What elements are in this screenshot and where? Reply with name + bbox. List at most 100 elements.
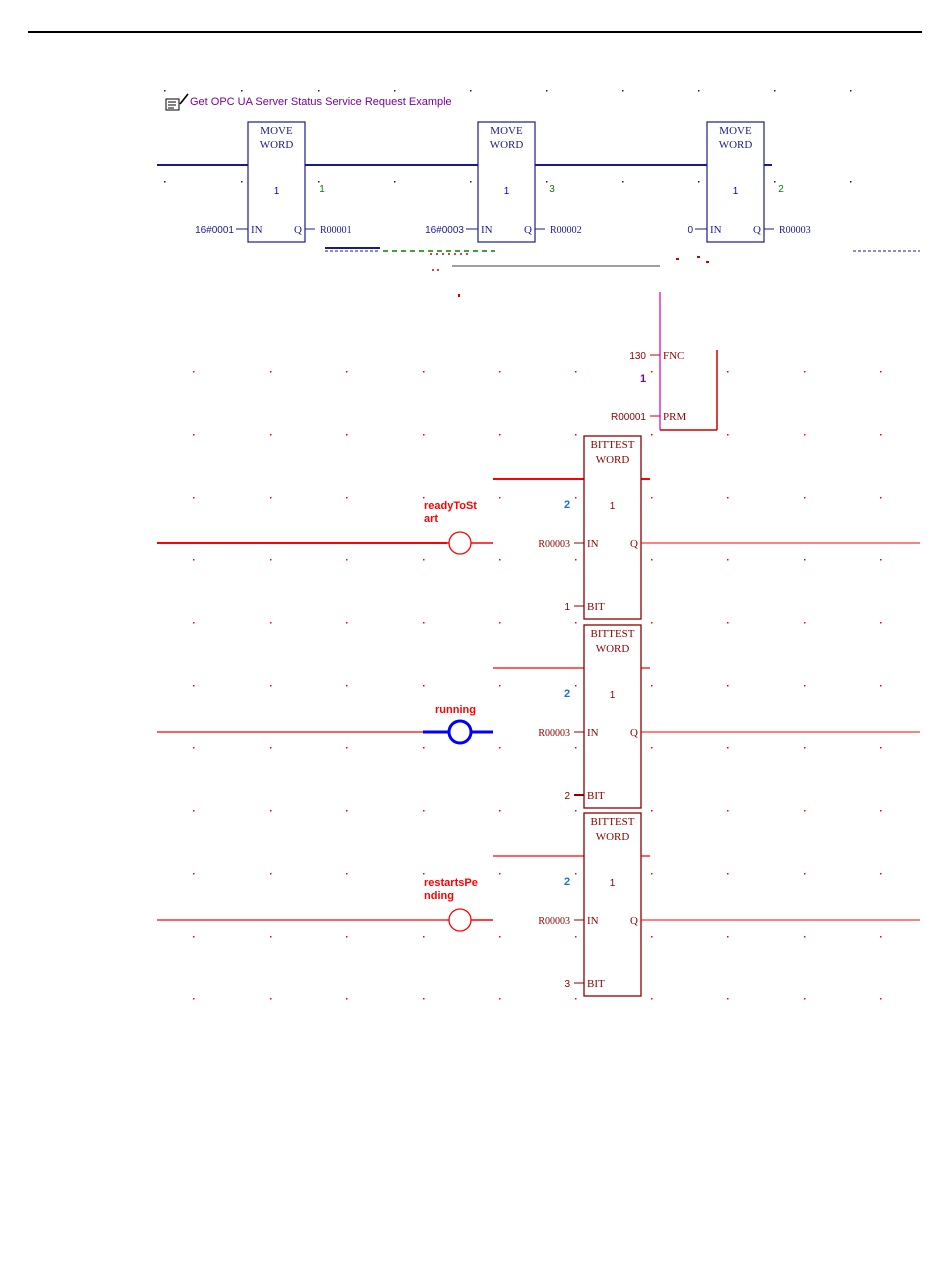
grid-dot (727, 434, 729, 436)
bittest-bit-label: BIT (587, 978, 605, 990)
grid-dot (651, 497, 653, 499)
grid-dot (804, 622, 806, 624)
grid-dot (394, 90, 396, 92)
q-label: Q (753, 224, 761, 236)
grid-dot (804, 873, 806, 875)
grid-dot (880, 497, 882, 499)
coil-1[interactable] (447, 531, 493, 555)
grid-dot (651, 998, 653, 1000)
grid-dot (850, 90, 852, 92)
rung-comment[interactable]: Get OPC UA Server Status Service Request… (165, 93, 452, 111)
fnc-label: FNC (663, 350, 684, 362)
grid-dot (575, 747, 577, 749)
grid-dot (193, 559, 195, 561)
move-block-type: WORD (260, 139, 294, 151)
grid-dot (880, 873, 882, 875)
bittest-length: 1 (610, 501, 616, 512)
grid-dot (423, 936, 425, 938)
grid-dot (394, 181, 396, 183)
bittest-bit-value: 1 (564, 602, 570, 613)
in-value: 16#0001 (195, 225, 234, 236)
grid-dot (193, 747, 195, 749)
grid-dot (880, 559, 882, 561)
grid-dot (193, 685, 195, 687)
grid-dot (270, 434, 272, 436)
grid-dot (727, 497, 729, 499)
grid-dot (804, 810, 806, 812)
grid-dot (575, 434, 577, 436)
bittest-type: WORD (596, 643, 630, 655)
grid-dot (499, 998, 501, 1000)
grid-dot (423, 622, 425, 624)
grid-dot (270, 873, 272, 875)
bittest-left-count: 2 (564, 499, 570, 511)
grid-dot (423, 685, 425, 687)
grid-dot (346, 873, 348, 875)
bittest-q-label: Q (630, 727, 638, 739)
grid-dot (880, 622, 882, 624)
grid-dot (880, 747, 882, 749)
grid-dot (270, 685, 272, 687)
bittest-left-count: 2 (564, 688, 570, 700)
bittest-q-label: Q (630, 915, 638, 927)
grid-dot (346, 747, 348, 749)
grid-dot (575, 810, 577, 812)
grid-dot (499, 371, 501, 373)
move-block-title: MOVE (260, 125, 293, 137)
in-label: IN (481, 224, 493, 236)
grid-dot (804, 998, 806, 1000)
bittest-in-label: IN (587, 915, 599, 927)
grid-dot (774, 181, 776, 183)
move-block-title: MOVE (490, 125, 523, 137)
output-register: R00002 (550, 225, 582, 236)
coil-2[interactable] (423, 719, 493, 745)
grid-dot (346, 559, 348, 561)
grid-dot (346, 998, 348, 1000)
grid-dot (651, 622, 653, 624)
bittest-type: WORD (596, 454, 630, 466)
grid-dot (193, 936, 195, 938)
svc-req-length: 1 (640, 373, 646, 385)
q-label: Q (524, 224, 532, 236)
grid-dot (651, 434, 653, 436)
grid-dot (622, 90, 624, 92)
grid-dot (651, 936, 653, 938)
grid-dots (164, 90, 882, 1000)
move-block-box (477, 121, 536, 243)
bittest-left-count: 2 (564, 876, 570, 888)
grid-dot (804, 685, 806, 687)
grid-dot (346, 497, 348, 499)
bittest-q-label: Q (630, 538, 638, 550)
bittest-length: 1 (610, 690, 616, 701)
grid-dot (880, 685, 882, 687)
in-value: 16#0003 (425, 225, 464, 236)
grid-dot (470, 181, 472, 183)
move-block-type: WORD (490, 139, 524, 151)
coil-3[interactable] (447, 908, 493, 932)
q-label: Q (294, 224, 302, 236)
grid-dot (423, 497, 425, 499)
grid-dot (804, 559, 806, 561)
bittest-block-box (583, 624, 642, 809)
grid-dot (499, 559, 501, 561)
grid-dot (499, 497, 501, 499)
comment-text: Get OPC UA Server Status Service Request… (190, 96, 452, 108)
output-register: R00003 (779, 225, 811, 236)
svc-req-block[interactable]: 130 FNC 1 R00001 PRM (611, 292, 718, 431)
grid-dot (193, 434, 195, 436)
grid-dot (346, 371, 348, 373)
in-value: 0 (687, 225, 693, 236)
grid-dot (499, 747, 501, 749)
